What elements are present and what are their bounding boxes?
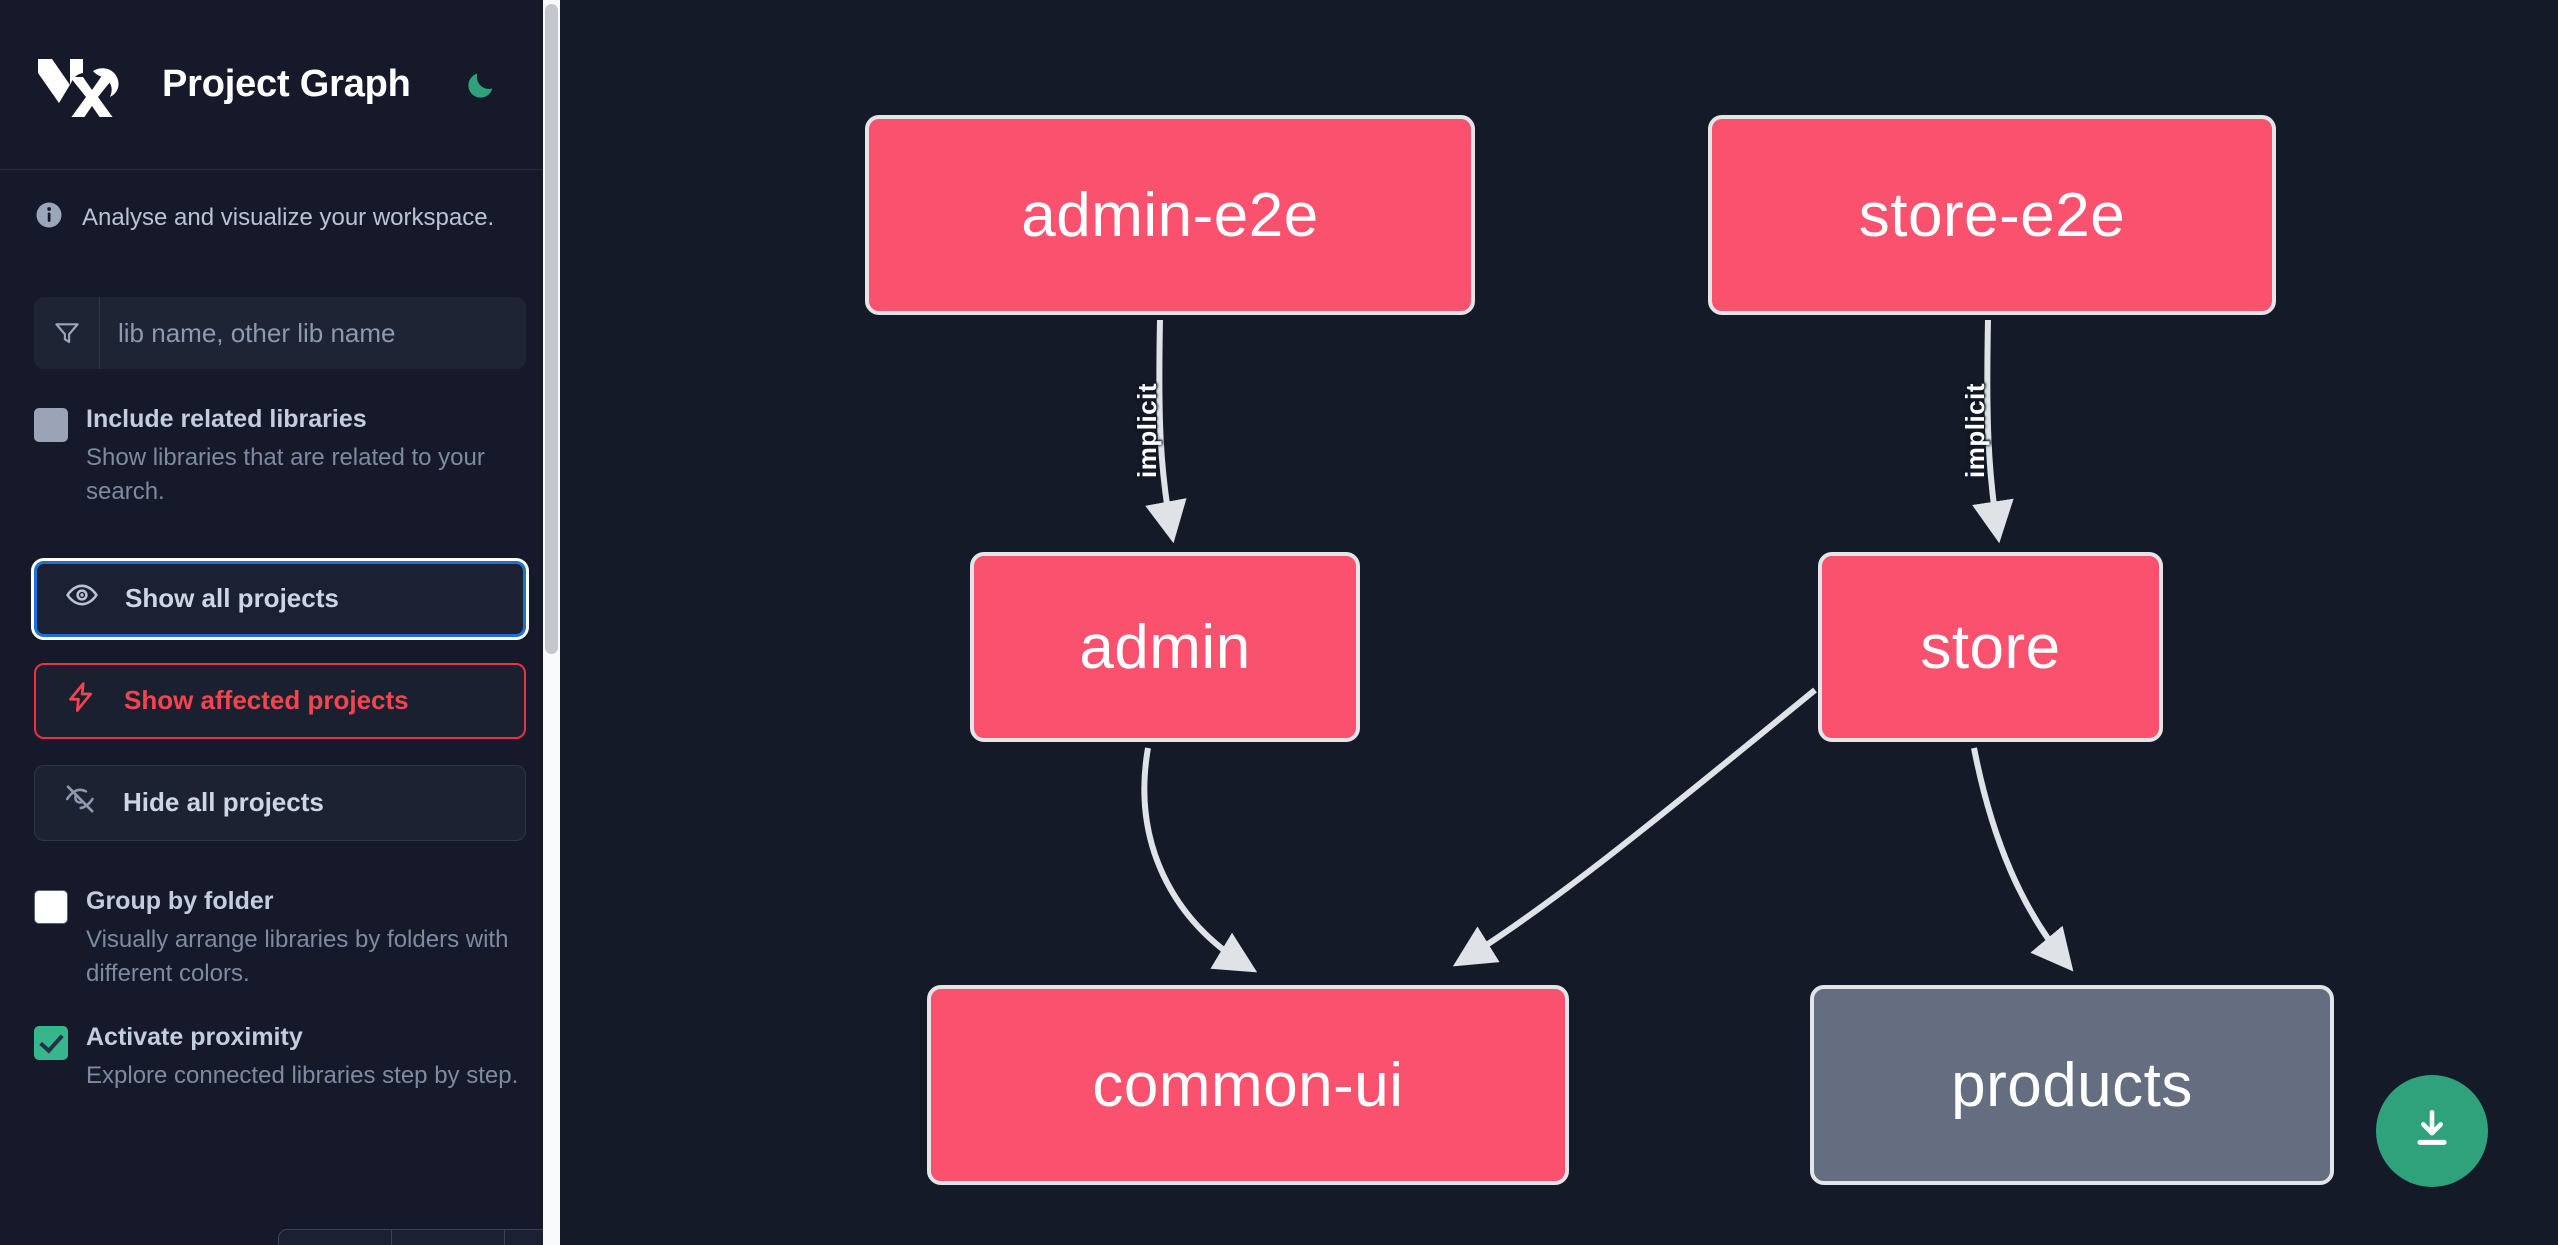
- show-all-projects-button[interactable]: Show all projects: [31, 557, 529, 640]
- option-label: Group by folder: [86, 886, 274, 915]
- workspace-note-text: Analyse and visualize your workspace.: [82, 203, 495, 231]
- filter-funnel-icon: [34, 297, 100, 369]
- project-visibility-buttons: Show all projects Show affected projects: [31, 557, 529, 841]
- option-label: Activate proximity: [86, 1022, 303, 1051]
- option-label: Include related libraries: [86, 405, 367, 433]
- edge-store-e2e-store: [1972, 319, 2014, 544]
- sidebar-scrollbar[interactable]: [543, 0, 560, 1245]
- hide-all-projects-label: Hide all projects: [123, 787, 324, 818]
- download-icon: [2407, 1104, 2457, 1159]
- graph-node-products[interactable]: products: [1810, 985, 2334, 1185]
- workspace-note: Analyse and visualize your workspace.: [0, 170, 560, 235]
- edge-store-common-ui: [1452, 687, 1817, 967]
- edge-store-products: [1971, 747, 2074, 972]
- graph-node-label: store: [1920, 612, 2061, 682]
- graph-node-admin[interactable]: admin: [970, 552, 1360, 742]
- proximity-stepper-partial[interactable]: [278, 1229, 560, 1245]
- hide-all-projects-button[interactable]: Hide all projects: [34, 764, 526, 841]
- edge-admin-e2e-admin: [1145, 319, 1187, 544]
- graph-node-label: products: [1951, 1050, 2193, 1120]
- info-icon: [34, 200, 64, 235]
- stepper-value[interactable]: [392, 1230, 505, 1245]
- sidebar-scrollbar-thumb[interactable]: [545, 4, 558, 654]
- graph-node-label: admin: [1079, 612, 1251, 682]
- download-graph-button[interactable]: [2376, 1075, 2488, 1187]
- stepper-decrease[interactable]: [279, 1230, 392, 1245]
- checkbox-activate-proximity[interactable]: [34, 1025, 68, 1060]
- nx-logo-icon: [34, 53, 134, 119]
- graph-node-store[interactable]: store: [1818, 552, 2163, 742]
- graph-node-store-e2e[interactable]: store-e2e: [1708, 115, 2276, 315]
- page-title: Project Graph: [162, 63, 411, 105]
- graph-node-common-ui[interactable]: common-ui: [927, 985, 1569, 1185]
- option-description: Show libraries that are related to your …: [86, 443, 485, 505]
- edge-admin-common-ui: [1141, 747, 1258, 973]
- option-description: Explore connected libraries step by step…: [86, 1061, 519, 1089]
- option-group-by-folder[interactable]: Group by folder Visually arrange librari…: [0, 841, 560, 991]
- checkbox-group-by-folder[interactable]: [34, 889, 68, 924]
- lightning-bolt-icon: [64, 680, 98, 721]
- show-affected-projects-label: Show affected projects: [124, 685, 409, 716]
- option-activate-proximity[interactable]: Activate proximity Explore connected lib…: [0, 991, 560, 1093]
- sidebar: Project Graph Analyse and visualize your…: [0, 0, 560, 1245]
- graph-node-label: common-ui: [1092, 1050, 1404, 1120]
- graph-edges: [1141, 319, 2074, 973]
- show-all-projects-label: Show all projects: [125, 583, 339, 614]
- graph-node-label: store-e2e: [1858, 180, 2126, 250]
- eye-icon: [65, 578, 99, 619]
- graph-node-label: admin-e2e: [1021, 180, 1319, 250]
- search-input[interactable]: [100, 297, 526, 369]
- checkbox-include-related-libraries[interactable]: [34, 408, 68, 442]
- eye-off-icon: [63, 782, 97, 823]
- filter-row: [34, 297, 526, 369]
- graph-node-admin-e2e[interactable]: admin-e2e: [865, 115, 1475, 315]
- option-description: Visually arrange libraries by folders wi…: [86, 925, 509, 987]
- sidebar-header: Project Graph: [0, 0, 560, 170]
- option-include-related-libraries[interactable]: Include related libraries Show libraries…: [0, 369, 560, 509]
- show-affected-projects-button[interactable]: Show affected projects: [34, 662, 526, 739]
- moon-icon[interactable]: [461, 65, 501, 105]
- graph-canvas[interactable]: admin-e2e store-e2e admin store common-u…: [560, 0, 2558, 1245]
